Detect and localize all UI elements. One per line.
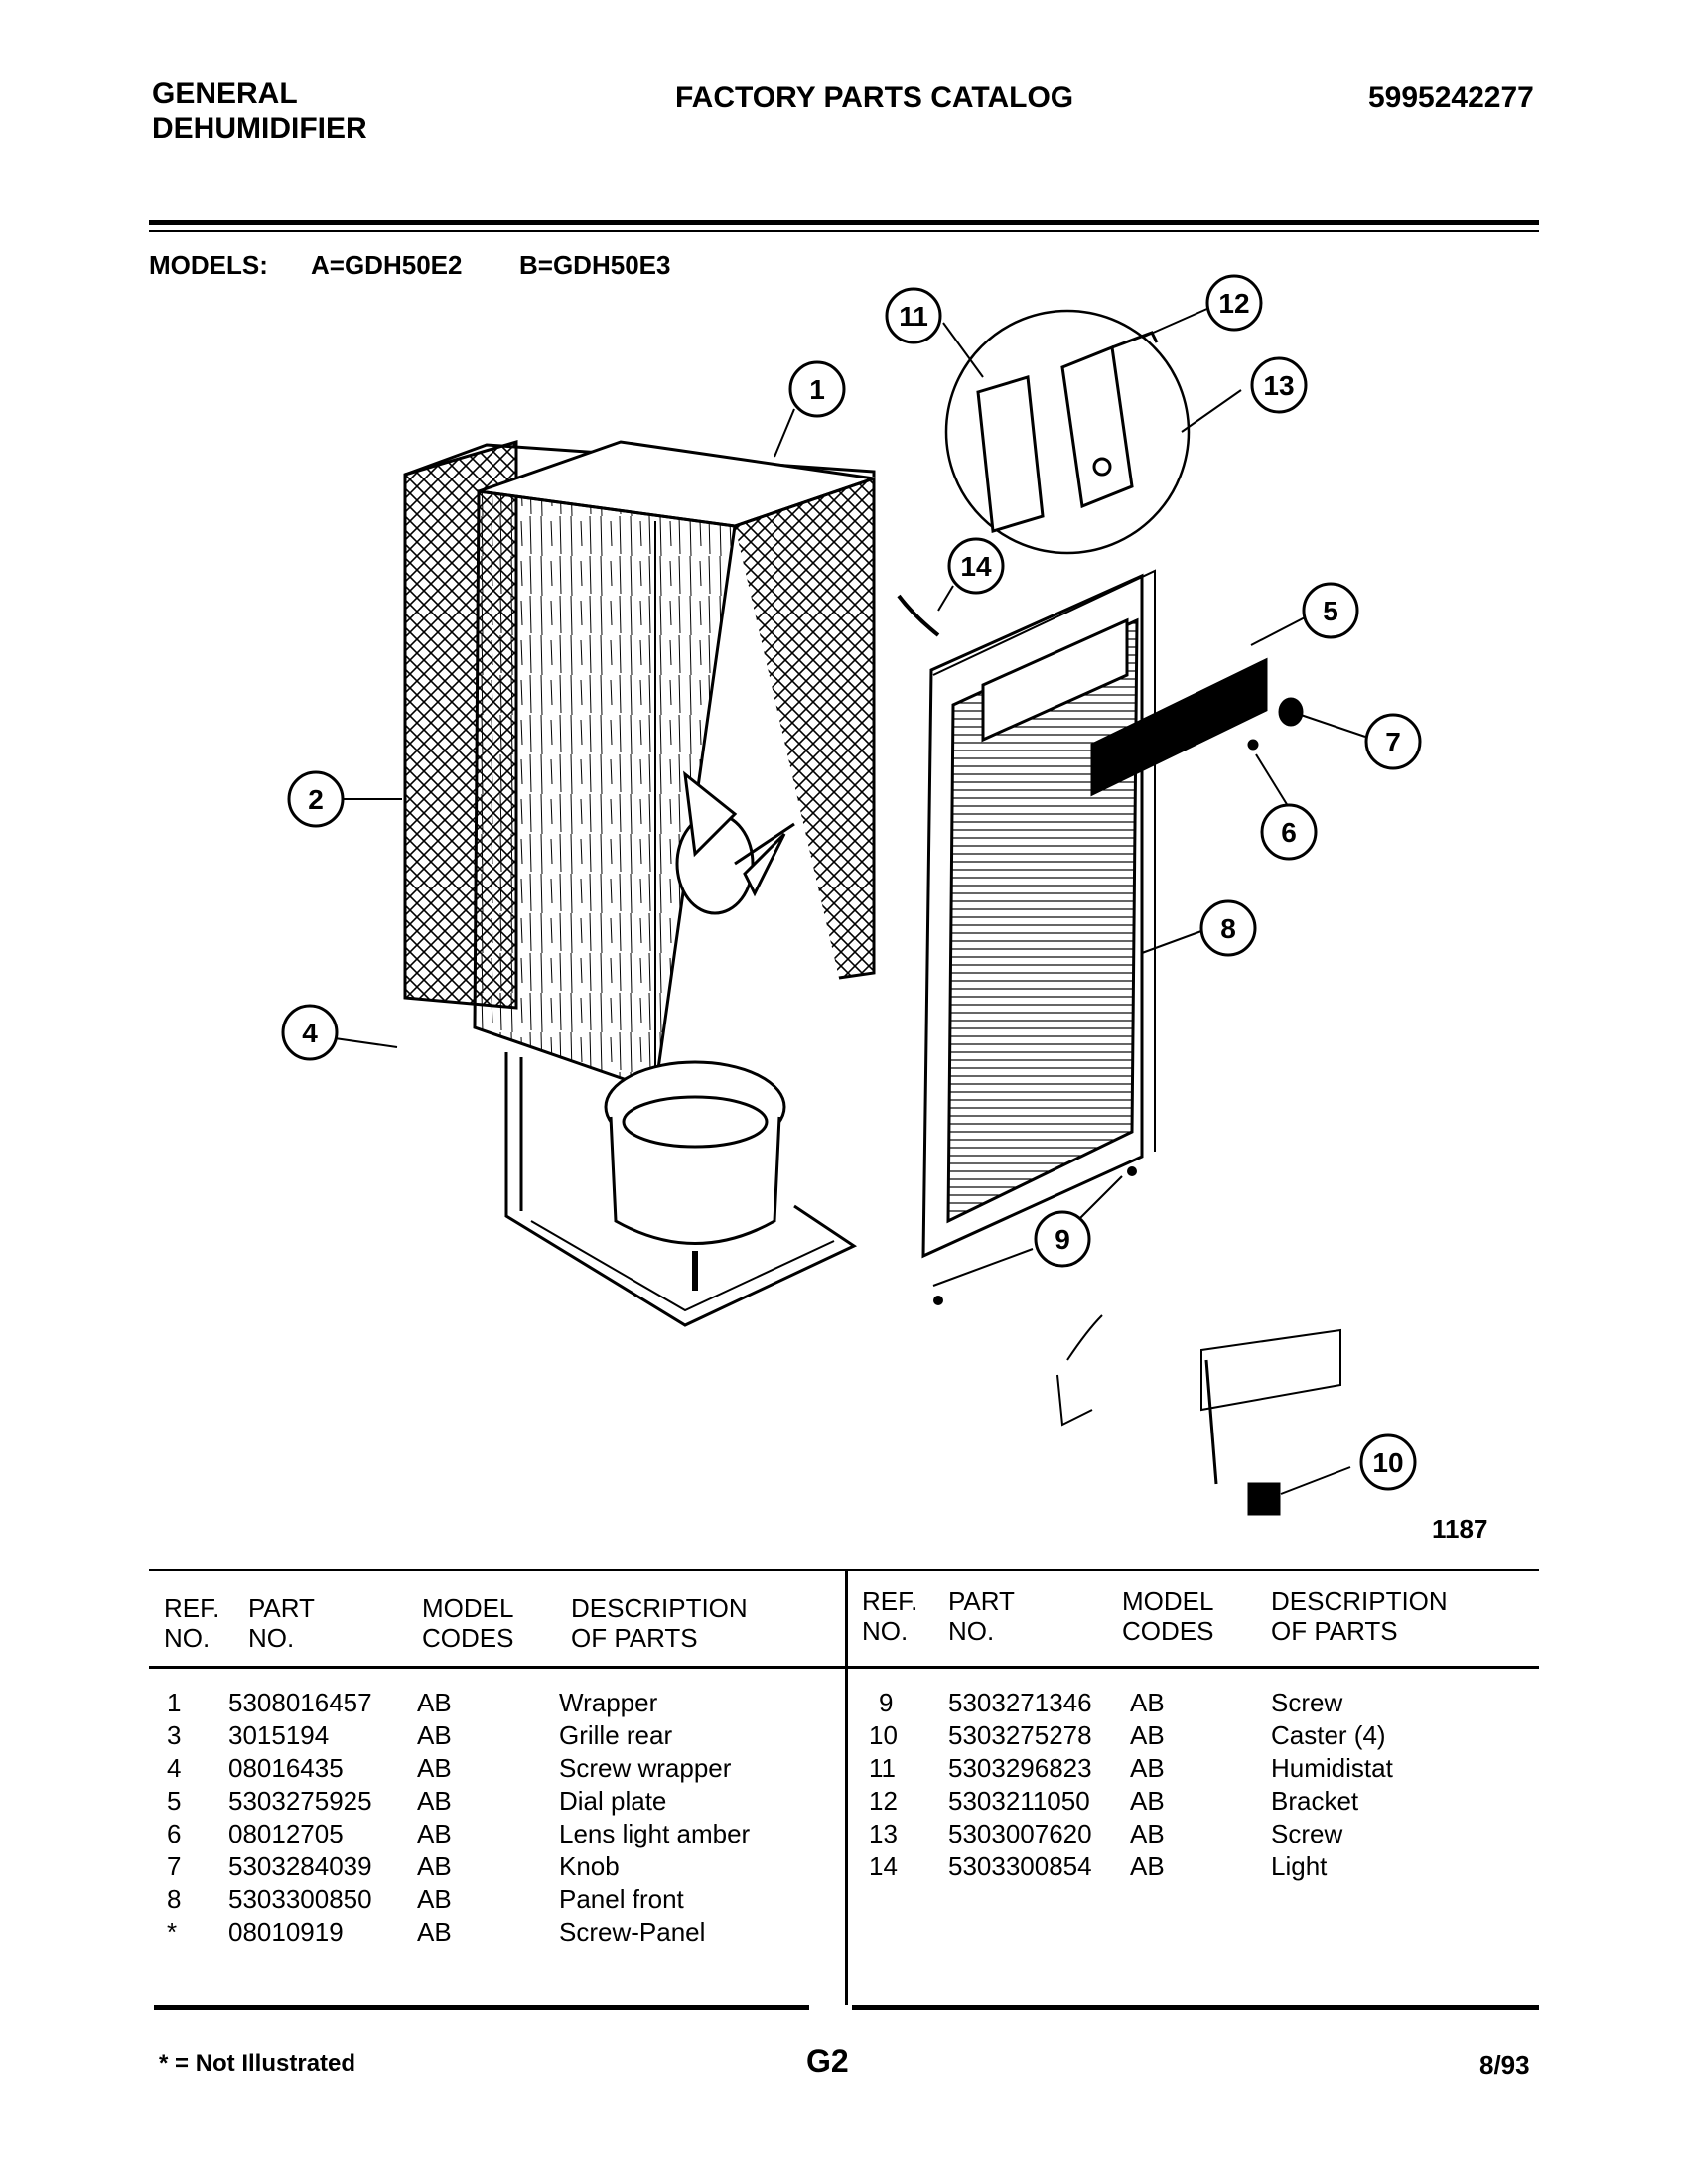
fan-assembly — [675, 770, 795, 915]
wrapper-cabinet — [473, 440, 876, 1093]
header-rule-thick — [149, 220, 1539, 225]
base-compressor — [504, 1052, 858, 1327]
exploded-parts-diagram: 1 2 4 5 6 7 8 9 10 11 12 13 14 — [281, 274, 1422, 1516]
header-ref-left: REF.NO. — [164, 1593, 220, 1653]
footnote: * = Not Illustrated — [159, 2050, 356, 2077]
caster-detail — [1056, 1314, 1341, 1516]
svg-text:1: 1 — [809, 374, 825, 405]
figure-number: 1187 — [1432, 1514, 1488, 1544]
callout-4: 4 — [281, 1004, 339, 1061]
svg-text:7: 7 — [1385, 727, 1401, 757]
callout-1: 1 — [788, 360, 846, 418]
footer-rule-left — [154, 2005, 809, 2010]
svg-text:5: 5 — [1323, 596, 1338, 626]
callout-7: 7 — [1364, 713, 1422, 770]
light — [897, 594, 940, 637]
dial-plate — [1090, 657, 1268, 797]
model-b: B=GDH50E3 — [519, 250, 671, 280]
callout-5: 5 — [1302, 582, 1359, 639]
callout-6: 6 — [1260, 803, 1318, 861]
table-divider — [845, 1569, 848, 2005]
lens-light — [1247, 739, 1259, 751]
knob — [1278, 697, 1304, 727]
svg-text:13: 13 — [1263, 370, 1294, 401]
svg-text:2: 2 — [308, 784, 324, 815]
callout-11: 11 — [885, 287, 942, 344]
callout-12: 12 — [1205, 274, 1263, 332]
revision-date: 8/93 — [1479, 2050, 1530, 2080]
callout-9: 9 — [1034, 1210, 1091, 1268]
svg-text:11: 11 — [899, 301, 928, 332]
catalog-number: 5995242277 — [1368, 81, 1534, 114]
callout-8: 8 — [1199, 899, 1257, 957]
footer-rule-right — [852, 2005, 1539, 2010]
table-top-rule — [149, 1569, 1539, 1571]
front-panel — [921, 569, 1156, 1259]
page-number: G2 — [806, 2043, 849, 2079]
models-label: MODELS: — [149, 250, 268, 280]
humidistat-inset — [944, 309, 1191, 555]
callout-2: 2 — [287, 770, 345, 828]
callout-14: 14 — [947, 537, 1005, 595]
svg-text:4: 4 — [302, 1018, 318, 1048]
svg-text:6: 6 — [1281, 817, 1297, 848]
header-ref-right: REF.NO. — [862, 1586, 918, 1646]
callout-13: 13 — [1250, 356, 1308, 414]
header-rule-thin — [149, 230, 1539, 232]
svg-text:10: 10 — [1372, 1447, 1403, 1478]
table-header-rule — [149, 1666, 1539, 1669]
brand-line-1: GENERAL — [152, 77, 298, 110]
brand-line-2: DEHUMIDIFIER — [152, 112, 367, 145]
model-a: A=GDH50E2 — [311, 250, 463, 280]
svg-text:9: 9 — [1055, 1224, 1070, 1255]
svg-text:8: 8 — [1220, 913, 1236, 944]
svg-text:12: 12 — [1218, 288, 1249, 319]
page-title: FACTORY PARTS CATALOG — [675, 81, 1074, 114]
svg-text:14: 14 — [960, 551, 992, 582]
callout-10: 10 — [1359, 1433, 1417, 1491]
